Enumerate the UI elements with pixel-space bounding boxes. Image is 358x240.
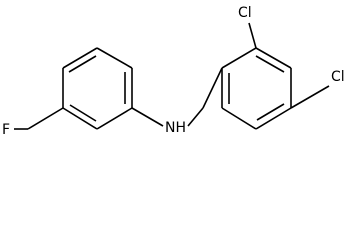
bond-ring1-a xyxy=(27,107,64,130)
bond-cl4 xyxy=(290,85,330,109)
atom-label-nh: NH xyxy=(165,120,186,136)
bond-ring2-e xyxy=(221,107,257,130)
bond-ring1-g xyxy=(62,107,98,130)
bond-ring2-b xyxy=(255,47,292,69)
atom-label-cl-4: Cl xyxy=(331,69,345,85)
double-bond-ring2-2 xyxy=(256,103,285,121)
atom-label-cl-2: Cl xyxy=(238,5,252,21)
bond-ring1-c xyxy=(62,47,98,69)
double-bond-ring1-1 xyxy=(68,55,97,73)
bond-n-ch2-a xyxy=(187,107,204,127)
bond-ring2-a xyxy=(221,47,257,69)
atom-label-f: F xyxy=(2,122,10,138)
bond-ring2-d xyxy=(255,107,292,130)
bond-ring1-f xyxy=(96,107,133,130)
bond-cl2 xyxy=(248,22,257,49)
bond-ring1-d xyxy=(96,47,133,69)
bond-n-ch2-b xyxy=(202,67,223,109)
dichlorophenyl-ring xyxy=(221,47,292,130)
fluorophenyl-ring xyxy=(27,47,133,130)
molecule-structure-diagram: F NH Cl Cl xyxy=(2,5,345,138)
bond-ring1-n xyxy=(131,107,164,127)
double-bond-ring2-1 xyxy=(255,55,285,73)
double-bond-ring1-3 xyxy=(69,104,97,122)
